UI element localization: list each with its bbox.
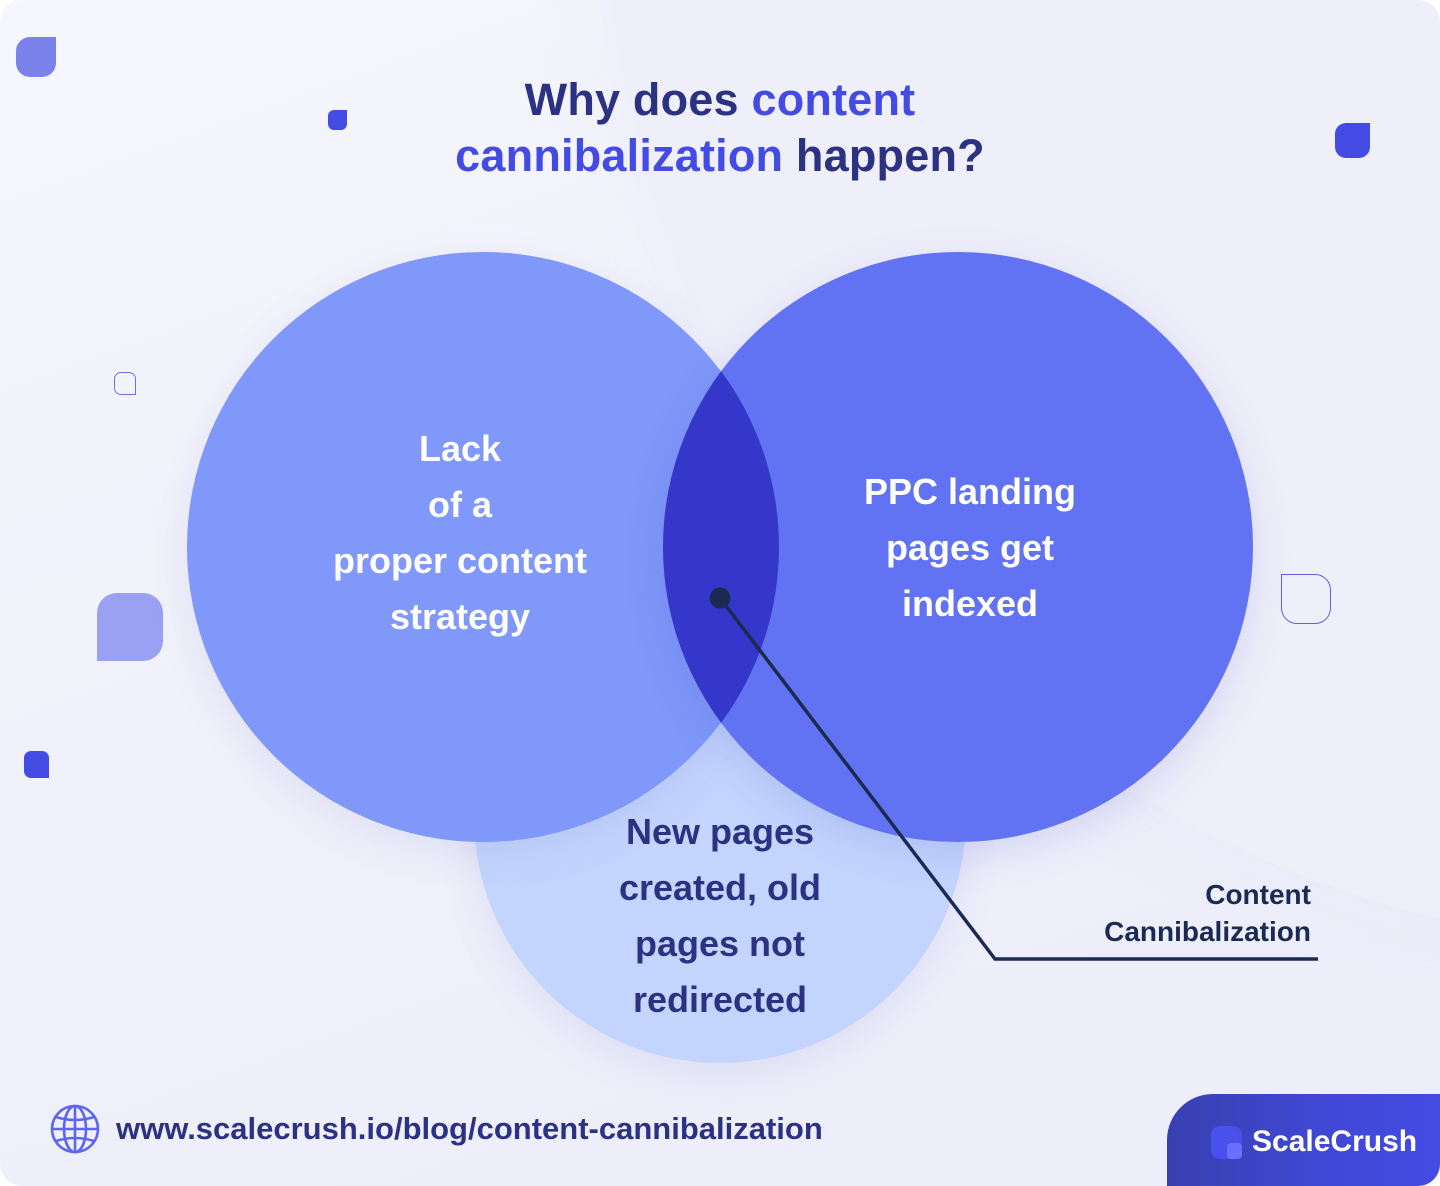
brand-name: ScaleCrush: [1252, 1125, 1418, 1158]
venn-label-line: PPC landing: [863, 471, 1076, 512]
venn-label-line: New pages: [625, 811, 815, 852]
venn-label-line: redirected: [632, 979, 808, 1020]
title-dark-text: happen?: [783, 130, 985, 181]
decorative-square-icon: [16, 37, 56, 77]
decorative-square-icon: [328, 110, 347, 130]
venn-label-line: Lack: [418, 428, 502, 469]
decorative-outline-square-icon: [114, 372, 136, 395]
title-dark-text: Why does: [524, 74, 752, 125]
venn-label-line: created, old: [618, 867, 822, 908]
venn-label-left: Lack of a proper content strategy: [300, 421, 620, 645]
decorative-square-icon: [24, 751, 49, 778]
venn-label-line: proper content: [332, 540, 587, 581]
callout-dot: [709, 587, 731, 609]
venn-label-line: strategy: [389, 596, 531, 637]
footer-link[interactable]: www.scalecrush.io/blog/content-cannibali…: [50, 1104, 823, 1154]
venn-label-right: PPC landing pages get indexed: [820, 464, 1120, 632]
title-accent-text: content: [751, 74, 916, 125]
brand-badge: ScaleCrush: [1167, 1094, 1440, 1186]
page-title: Why does content cannibalization happen?: [0, 72, 1440, 184]
venn-label-line: of a: [427, 484, 492, 525]
decorative-outline-square-icon: [1281, 574, 1331, 624]
globe-icon: [50, 1104, 100, 1154]
venn-label-bottom: New pages created, old pages not redirec…: [570, 804, 870, 1028]
callout-label-line: Content: [1205, 879, 1311, 910]
footer-url-text: www.scalecrush.io/blog/content-cannibali…: [116, 1111, 823, 1146]
decorative-square-icon: [1335, 123, 1370, 158]
callout-line: [718, 596, 1318, 961]
callout-label-line: Cannibalization: [1104, 916, 1311, 947]
venn-label-line: indexed: [901, 583, 1039, 624]
title-accent-text: cannibalization: [455, 130, 784, 181]
venn-label-line: pages not: [634, 923, 805, 964]
decorative-square-icon: [97, 593, 163, 661]
scalecrush-logo-icon: [1211, 1125, 1242, 1159]
venn-label-line: pages get: [885, 527, 1055, 568]
intersection-callout-label: Content Cannibalization: [1104, 876, 1311, 950]
